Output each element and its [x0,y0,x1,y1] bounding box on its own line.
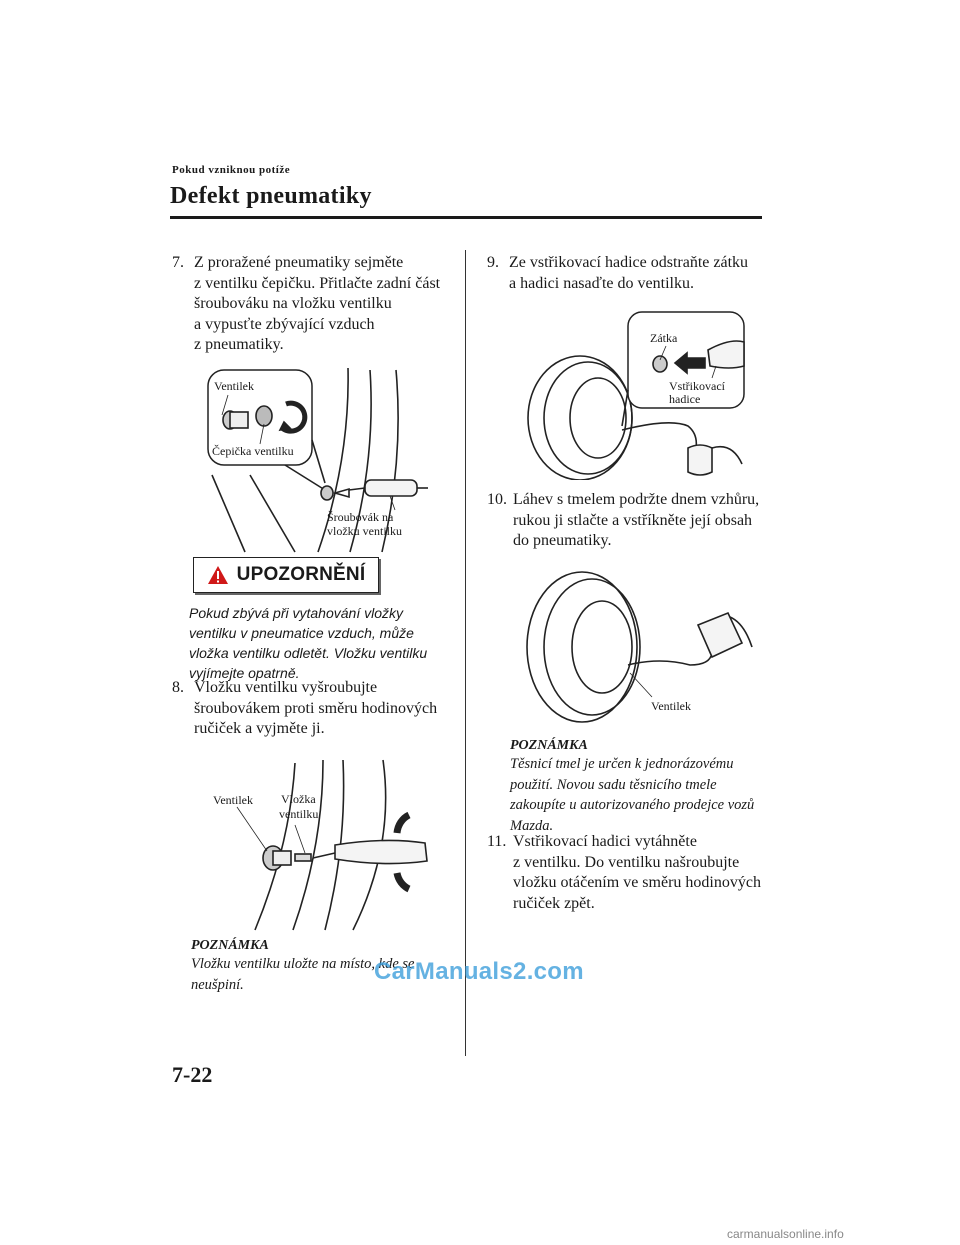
step-10: 10. Láhev s tmelem podržte dnem vzhůru, … [487,490,777,552]
watermark: CarManuals2.com [374,958,584,985]
note-title: POZNÁMKA [191,938,269,953]
note-title: POZNÁMKA [510,738,588,753]
step-text: Láhev s tmelem podržte dnem vzhůru, ruko… [513,491,760,549]
valve-core-removal-figure: Ventilek Vložka ventilku [213,759,428,931]
step-text: Vstřikovací hadici vytáhněte z ventilku.… [513,833,761,912]
label-screwdriver-1: Šroubovák na [327,510,394,524]
footer-watermark: carmanualsonline.info [727,1227,844,1241]
step-8: 8. Vložku ventilku vyšroubujte šroubovák… [172,678,462,740]
step-7: 7. Z proražené pneumatiky sejměte z vent… [172,253,462,356]
label-valve: Ventilek [651,699,691,713]
note-1: POZNÁMKA Vložku ventilku uložte na místo… [191,938,456,995]
step-11: 11. Vstřikovací hadici vytáhněte z venti… [487,832,777,914]
label-valve-cap: Čepička ventilku [212,444,294,458]
step-text: Ze vstřikovací hadice odstraňte zátku a … [509,254,749,292]
step-number: 10. [487,491,507,508]
label-hose-2: hadice [669,392,700,406]
step-9: 9. Ze vstřikovací hadice odstraňte zátku… [487,253,777,294]
note-text: Vložku ventilku uložte na místo, kde se … [191,956,415,993]
sealant-inject-figure: Ventilek [526,571,753,723]
step-number: 11. [487,833,507,850]
step-text: Z proražené pneumatiky sejměte z ventilk… [194,254,441,353]
step-text: Vložku ventilku vyšroubujte šroubovákem … [194,679,438,737]
note-text: Těsnicí tmel je určen k jednorázovému po… [510,756,755,834]
label-valve: Ventilek [214,379,254,393]
label-valve-core-1: Vložka [281,792,316,806]
label-plug: Zátka [650,331,678,345]
page-number: 7-22 [172,1062,213,1087]
label-screwdriver-2: vložku ventilku [327,524,402,538]
warning-icon [207,566,228,584]
chapter-title: Defekt pneumatiky [170,183,372,209]
hose-attach-figure: Zátka Vstřikovací hadice [527,311,745,480]
label-hose-1: Vstřikovací [669,379,726,393]
header-rule [170,216,762,219]
note-2: POZNÁMKA Těsnicí tmel je určen k jednorá… [510,738,768,836]
label-valve: Ventilek [213,793,253,807]
warning-text: Pokud zbývá při vytahování vložky ventil… [189,605,428,681]
label-valve-core-2: ventilku [279,807,318,821]
column-divider [465,250,466,1056]
section-label: Pokud vzniknou potíže [172,164,291,176]
step-number: 8. [172,679,184,696]
step-number: 9. [487,254,499,271]
warning-header: UPOZORNĚNÍ [193,557,379,593]
valve-cap-removal-figure: Ventilek Čepička ventilku Šroubovák na v… [207,367,428,553]
warning-title: UPOZORNĚNÍ [236,564,366,585]
step-number: 7. [172,254,184,271]
